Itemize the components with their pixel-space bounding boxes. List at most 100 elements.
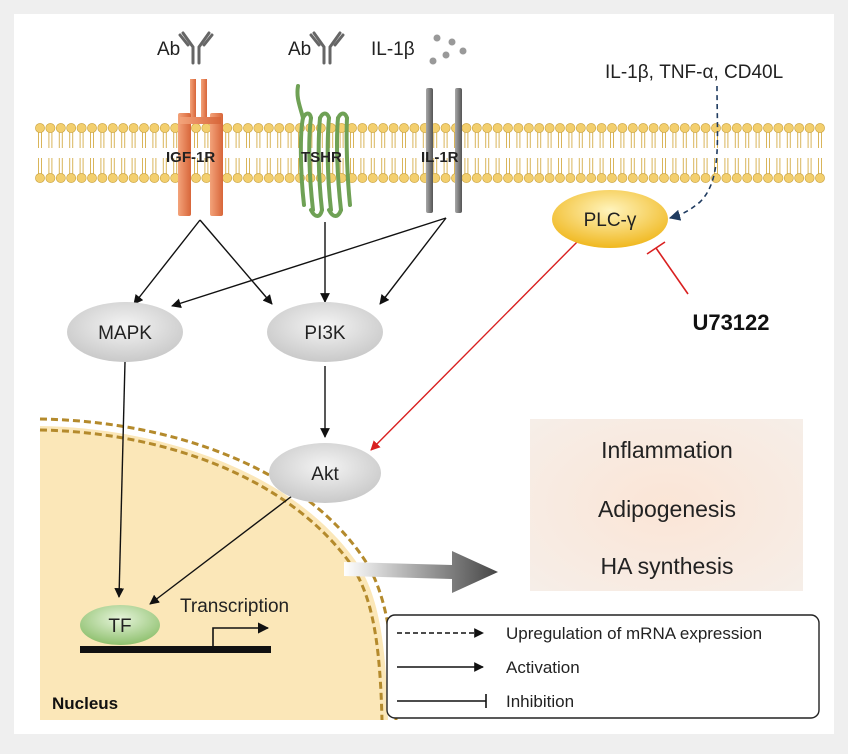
dna-strand [80, 646, 271, 653]
plc-gamma-label: PLC-γ [584, 210, 637, 231]
lipid-head [159, 123, 170, 133]
lipid-head [783, 173, 794, 183]
lipid-head [347, 123, 357, 133]
tf-label: TF [108, 616, 131, 637]
il1b-ligand-dots [429, 34, 467, 65]
lipid-head [503, 173, 513, 183]
lipid-head [617, 123, 628, 133]
lipid-head [76, 173, 87, 183]
lipid-head [357, 123, 368, 133]
lipid-head [399, 123, 409, 133]
lipid-head [461, 173, 472, 183]
lipid-head [700, 173, 711, 183]
legend: Upregulation of mRNA expression Activati… [386, 614, 820, 719]
lipid-head [555, 173, 565, 183]
lipid-head [284, 123, 295, 133]
lipid-head [742, 173, 753, 183]
lipid-head [128, 173, 139, 183]
lipid-head [222, 173, 233, 183]
pi3k-node [267, 302, 383, 362]
igf1r-label: IGF-1R [166, 149, 215, 166]
lipid-head [711, 123, 721, 133]
lipid-head [378, 173, 389, 183]
outcome-box [530, 419, 803, 591]
lipid-head [253, 173, 264, 183]
lipid-head [752, 173, 763, 183]
il1r-receptor [426, 88, 462, 213]
lipid-head [763, 173, 773, 183]
lipid-head [440, 173, 451, 183]
ab-label: Ab [288, 39, 311, 60]
nucleus-label: Nucleus [52, 694, 118, 713]
tshr-label: TSHR [301, 149, 342, 166]
lipid-head [87, 173, 97, 183]
lipid-head [503, 123, 513, 133]
lipid-head [149, 123, 160, 133]
lipid-head [66, 123, 77, 133]
lipid-head [409, 173, 420, 183]
lipid-head [191, 173, 201, 183]
legend-label-inhibition: Inhibition [506, 692, 574, 711]
lipid-head [222, 123, 233, 133]
lipid-head [76, 123, 87, 133]
lipid-head [263, 123, 274, 133]
lipid-head [284, 173, 295, 183]
lipid-head [45, 173, 56, 183]
lipid-head [243, 123, 253, 133]
lipid-head [721, 123, 732, 133]
lipid-head [388, 173, 399, 183]
lipid-head [523, 123, 534, 133]
lipid-head [523, 173, 534, 183]
outcome-arrow [344, 551, 498, 593]
lipid-head [97, 173, 108, 183]
lipid-head [201, 173, 212, 183]
plc-gamma-node [552, 190, 668, 248]
lipid-head [544, 123, 555, 133]
outcome-adipogenesis: Adipogenesis [598, 496, 736, 522]
lipid-head [773, 123, 784, 133]
lipid-head [482, 123, 493, 133]
lipid-head [586, 123, 597, 133]
il1b-label: IL-1β [371, 39, 415, 60]
mapk-node [67, 302, 183, 362]
lipid-head [804, 173, 815, 183]
lipid-head [669, 173, 680, 183]
lipid-head [648, 173, 659, 183]
igf1r-receptor [178, 79, 223, 216]
lipid-head [97, 123, 108, 133]
lipid-head [45, 123, 56, 133]
lipid-head [118, 123, 129, 133]
lipid-head [627, 123, 638, 133]
lipid-head [648, 123, 659, 133]
lipid-head [565, 123, 576, 133]
il1r-label: IL-1R [421, 149, 459, 166]
arrow-plc-akt [370, 236, 583, 451]
lipid-head [638, 123, 649, 133]
legend-label-upregulation: Upregulation of mRNA expression [506, 624, 762, 643]
u73122-label: U73122 [692, 310, 769, 335]
lipid-head [274, 173, 285, 183]
lipid-head [794, 173, 805, 183]
arrow-il1r-pi3k [379, 217, 447, 305]
lipid-head [534, 123, 545, 133]
lipid-head [139, 173, 149, 183]
pi3k-label: PI3K [304, 323, 346, 344]
lipid-head [773, 173, 784, 183]
lipid-head [513, 123, 524, 133]
lipid-head [783, 123, 794, 133]
arrow-mapk-tf [114, 361, 126, 598]
activation-arrows [114, 217, 447, 605]
inhibition-u73122-plc [646, 241, 689, 295]
lipid-head [492, 123, 503, 133]
lipid-head [742, 123, 753, 133]
lipid-head [721, 173, 732, 183]
lipid-head [596, 173, 607, 183]
lipid-head [804, 123, 815, 133]
lipid-head [690, 173, 701, 183]
transcription-start-arrow [212, 622, 270, 646]
lipid-head [461, 123, 472, 133]
lipid-head [409, 123, 420, 133]
lipid-head [388, 123, 399, 133]
